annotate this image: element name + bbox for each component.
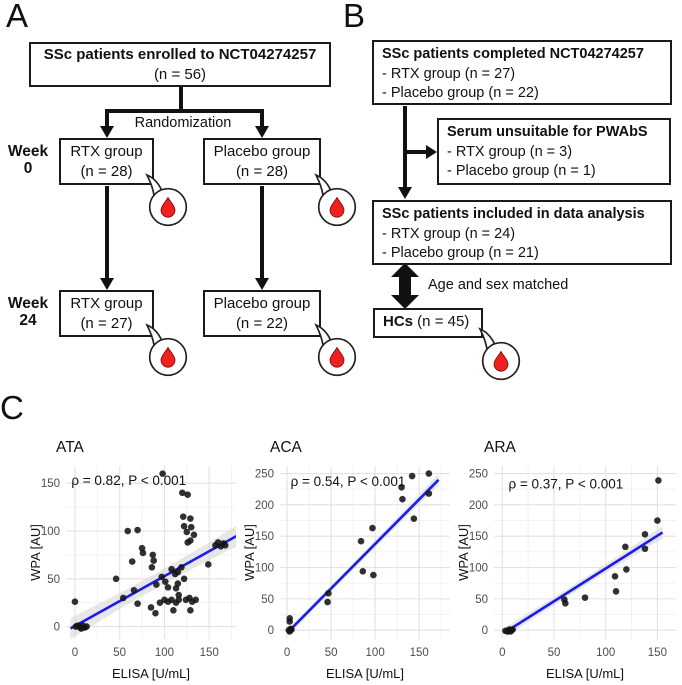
scatter-points xyxy=(502,477,662,635)
gridlines xyxy=(280,466,450,639)
svg-text:150: 150 xyxy=(200,647,219,659)
panel-b-flow-arrows xyxy=(391,106,437,309)
correlation-annotation: ρ = 0.82, P < 0.001 xyxy=(71,473,186,488)
blood-drop-icon xyxy=(479,328,521,381)
svg-text:0: 0 xyxy=(268,625,274,637)
svg-text:100: 100 xyxy=(366,647,385,659)
correlation-annotation: ρ = 0.54, P < 0.001 xyxy=(291,474,406,489)
chart-title: ATA xyxy=(56,439,85,456)
svg-text:50: 50 xyxy=(47,574,60,586)
svg-text:200: 200 xyxy=(469,500,488,512)
svg-text:50: 50 xyxy=(548,647,561,659)
aca-scatter-plot: 0 50 100 150 0 50 100 150 200 250 ACA ρ = 0.54, P <… xyxy=(242,432,456,685)
svg-text:150: 150 xyxy=(255,531,274,543)
double-arrow xyxy=(391,263,419,309)
svg-text:100: 100 xyxy=(469,563,488,575)
enrolled-box: SSc patients enrolled to NCT04274257 (n … xyxy=(29,42,331,87)
serum-unsuitable-box: Serum unsuitable for PWAbS - RTX group (… xyxy=(437,118,671,185)
svg-text:150: 150 xyxy=(410,647,429,659)
svg-text:150: 150 xyxy=(41,478,60,490)
svg-text:250: 250 xyxy=(469,469,488,481)
x-axis-label: ELISA [U/mL] xyxy=(112,666,190,681)
svg-text:0: 0 xyxy=(54,622,60,634)
hcs-box: HCs (n = 45) xyxy=(373,308,483,338)
week0-label: Week 0 xyxy=(7,143,49,177)
svg-text:0: 0 xyxy=(72,647,78,659)
trend-line xyxy=(69,534,236,630)
scatter-points xyxy=(285,470,433,635)
chart-title: ARA xyxy=(484,439,517,456)
randomization-label: Randomization xyxy=(134,115,232,131)
svg-text:250: 250 xyxy=(255,469,274,481)
x-axis-label: ELISA [U/mL] xyxy=(546,666,624,681)
svg-text:150: 150 xyxy=(469,531,488,543)
svg-text:100: 100 xyxy=(255,563,274,575)
correlation-annotation: ρ = 0.37, P < 0.001 xyxy=(508,477,623,492)
svg-text:100: 100 xyxy=(596,647,615,659)
placebo-week24-box: Placebo group (n = 22) xyxy=(203,290,321,337)
svg-text:50: 50 xyxy=(113,647,126,659)
panel-c-label: C xyxy=(0,389,24,426)
svg-text:50: 50 xyxy=(325,647,338,659)
svg-text:0: 0 xyxy=(499,647,505,659)
placebo-week0-box: Placebo group (n = 28) xyxy=(203,138,321,185)
data-layer xyxy=(69,470,236,639)
trend-line xyxy=(505,531,664,633)
rtx-week0-box: RTX group (n = 28) xyxy=(59,138,154,185)
data-layer xyxy=(285,470,440,636)
arrow-shapes xyxy=(100,85,269,290)
y-axis-label: WPA [AU] xyxy=(28,524,43,581)
panel-a-flow-arrows xyxy=(100,85,269,290)
svg-text:0: 0 xyxy=(482,625,488,637)
svg-text:50: 50 xyxy=(261,594,274,606)
ara-scatter-plot: 0 50 100 150 0 50 100 150 200 250 ARA ρ = 0.37, P <… xyxy=(456,432,682,685)
svg-text:200: 200 xyxy=(255,500,274,512)
enrolled-box-title: SSc patients enrolled to NCT04274257 xyxy=(43,45,317,63)
week24-label: Week 24 xyxy=(7,295,49,329)
y-axis-label: WPA [AU] xyxy=(242,524,257,581)
completed-box: SSc patients completed NCT04274257 - RTX… xyxy=(372,40,672,105)
scatter-points xyxy=(71,470,229,632)
age-sex-matched-label: Age and sex matched xyxy=(428,277,569,293)
rtx-week24-box: RTX group (n = 27) xyxy=(59,290,154,337)
arrow-shapes xyxy=(391,106,437,309)
svg-text:50: 50 xyxy=(475,594,488,606)
data-layer xyxy=(502,477,664,637)
blood-drop-icon xyxy=(146,174,188,227)
y-axis-label: WPA [AU] xyxy=(456,524,471,581)
chart-title: ACA xyxy=(270,439,303,456)
gridlines xyxy=(494,466,676,639)
svg-text:100: 100 xyxy=(155,647,174,659)
svg-text:100: 100 xyxy=(41,526,60,538)
svg-text:0: 0 xyxy=(284,647,290,659)
panel-b-label: B xyxy=(343,0,366,34)
trend-line xyxy=(287,478,440,634)
enrolled-box-n: (n = 56) xyxy=(153,65,207,83)
blood-drop-icon xyxy=(146,324,188,377)
x-axis-label: ELISA [U/mL] xyxy=(326,666,404,681)
ata-scatter-plot: 0 50 100 150 0 50 100 150 ATA ρ = 0.82, P < 0.001… xyxy=(28,432,242,685)
data-analysis-box: SSc patients included in data analysis -… xyxy=(372,200,672,265)
svg-text:150: 150 xyxy=(648,647,667,659)
panel-a-label: A xyxy=(6,0,29,34)
